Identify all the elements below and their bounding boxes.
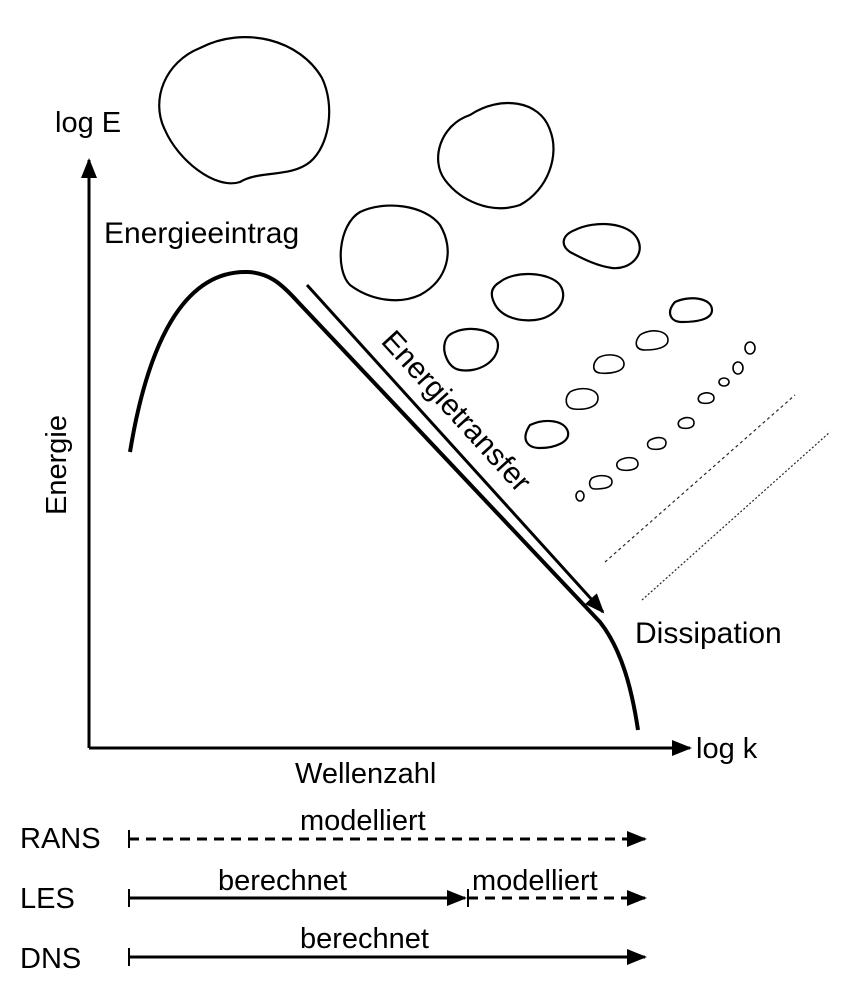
method-name-dns: DNS: [20, 943, 81, 975]
y-axis-label: Energie: [41, 415, 73, 515]
eddy-small-2: [592, 354, 625, 375]
les-computed-label: berechnet: [218, 865, 347, 897]
eddy-medium-3: [443, 327, 500, 372]
y-axis-end-label: log E: [55, 107, 121, 139]
eddy-medium-5: [524, 419, 570, 450]
eddy-largest: [158, 36, 331, 185]
eddy-row-tiny-2: [641, 431, 831, 601]
eddy-row-tiny-1: [604, 394, 796, 563]
eddy-small-7: [677, 416, 695, 430]
les-modelled-label: modelliert: [472, 865, 598, 897]
eddy-medium-4: [669, 297, 714, 324]
eddy-small-3: [565, 387, 599, 411]
energy-transfer-arrow: [305, 283, 605, 614]
method-rans: RANS modelliert: [20, 805, 647, 855]
eddy-small-11: [744, 341, 756, 355]
eddy-small-10: [732, 361, 744, 375]
dns-computed-label: berechnet: [300, 923, 429, 955]
method-dns: DNS berechnet: [20, 923, 647, 975]
eddy-small-1: [635, 330, 669, 351]
method-les: LES berechnet modelliert: [20, 865, 647, 915]
rans-modelled-label: modelliert: [300, 805, 426, 837]
eddy-small-8: [697, 392, 715, 405]
method-name-rans: RANS: [20, 823, 101, 855]
energy-input-label: Energieeintrag: [104, 217, 299, 250]
dissipation-label: Dissipation: [635, 617, 782, 650]
x-axis-end-label: log k: [696, 733, 758, 765]
eddy-large-1: [437, 101, 555, 210]
method-name-les: LES: [20, 883, 75, 915]
eddies: [158, 36, 831, 601]
eddy-small-9: [718, 377, 730, 387]
eddy-medium-1: [562, 223, 641, 270]
eddy-small-5: [616, 456, 639, 472]
eddy-small-4: [588, 474, 613, 490]
energy-spectrum-curve: [128, 269, 640, 731]
eddy-medium-2: [490, 272, 565, 322]
eddy-large-2: [339, 204, 449, 302]
x-axis-label: Wellenzahl: [295, 758, 436, 790]
eddy-small-6: [646, 436, 667, 451]
eddy-small-12: [575, 490, 585, 502]
